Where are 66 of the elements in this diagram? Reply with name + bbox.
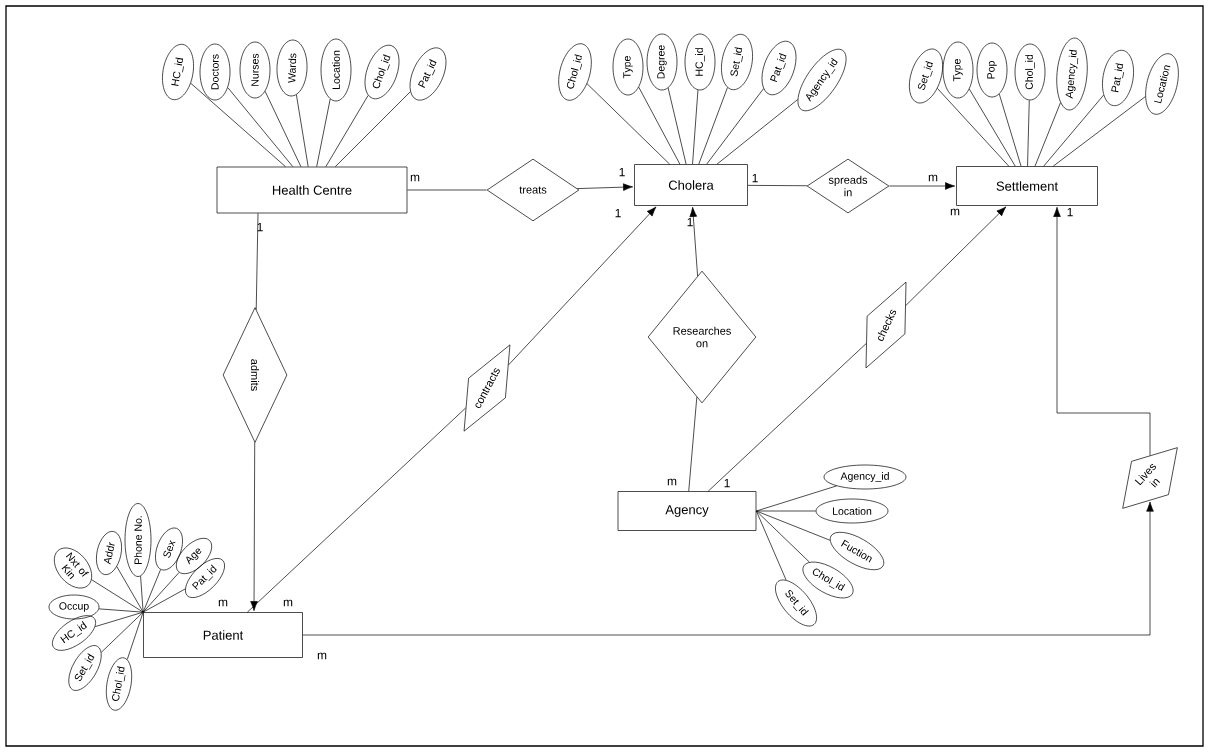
cardinality-label: 1 — [257, 222, 263, 232]
connector-line — [937, 88, 1010, 167]
cardinality-label: m — [928, 174, 938, 182]
connector-line — [638, 86, 681, 165]
connector-line — [142, 569, 161, 613]
arrow — [689, 207, 698, 277]
arrow — [905, 206, 1007, 306]
connector-line — [142, 588, 186, 613]
connector-line — [969, 88, 1016, 167]
connector-line — [101, 611, 144, 653]
connector-line — [756, 510, 787, 581]
connector-line — [706, 88, 764, 165]
cardinality-label: 1 — [1067, 207, 1073, 217]
arrow — [1053, 207, 1151, 456]
connector-line — [227, 87, 294, 167]
connector-line — [998, 93, 1022, 167]
entity-box: Health Centre — [216, 166, 408, 214]
entity-box: Patient — [143, 612, 303, 658]
connector-line — [296, 94, 309, 167]
cardinality-label: 1 — [619, 167, 625, 177]
connector-line — [126, 611, 144, 660]
connector-line — [756, 510, 816, 512]
connector-line — [1043, 94, 1104, 167]
arrow — [302, 501, 1154, 636]
connector-line — [91, 579, 144, 613]
connector-line — [325, 95, 369, 167]
entity-box: Settlement — [956, 166, 1098, 206]
entity-box: Agency — [617, 491, 757, 531]
connector-line — [756, 510, 810, 563]
connector-line — [140, 575, 144, 613]
connector-line — [116, 566, 144, 613]
cardinality-label: m — [317, 652, 327, 660]
cardinality-label: 1 — [752, 173, 758, 183]
connector-line — [190, 82, 286, 167]
connector-line — [142, 572, 180, 613]
connector-line — [264, 90, 302, 167]
connector-line — [247, 407, 467, 613]
cardinality-label: m — [950, 208, 960, 216]
connector-line — [707, 343, 867, 492]
connector-line — [94, 611, 144, 627]
cardinality-label: m — [410, 174, 420, 182]
cardinality-label: m — [218, 599, 228, 607]
arrow — [250, 441, 258, 611]
connector-line — [756, 510, 831, 541]
entity-box: Cholera — [634, 164, 748, 206]
connector-line — [334, 91, 411, 167]
arrow — [889, 182, 956, 190]
connector-line — [692, 89, 699, 165]
connector-line — [1027, 99, 1030, 167]
connector-line — [667, 87, 687, 165]
connector-line — [1052, 96, 1146, 167]
connector-line — [586, 83, 670, 165]
arrow — [576, 183, 633, 191]
connector-line — [1034, 102, 1061, 167]
connector-line — [255, 213, 259, 311]
cardinality-label: 1 — [724, 478, 730, 488]
connector-line — [407, 189, 487, 191]
arrow — [508, 206, 657, 366]
connector-line — [98, 608, 144, 613]
connector-line — [316, 98, 331, 167]
connector-line — [716, 99, 798, 165]
connector-line — [698, 87, 728, 165]
cardinality-label: 1 — [687, 217, 693, 227]
connector-line — [747, 185, 808, 187]
cardinality-label: 1 — [615, 208, 621, 218]
connector-line — [688, 396, 698, 492]
